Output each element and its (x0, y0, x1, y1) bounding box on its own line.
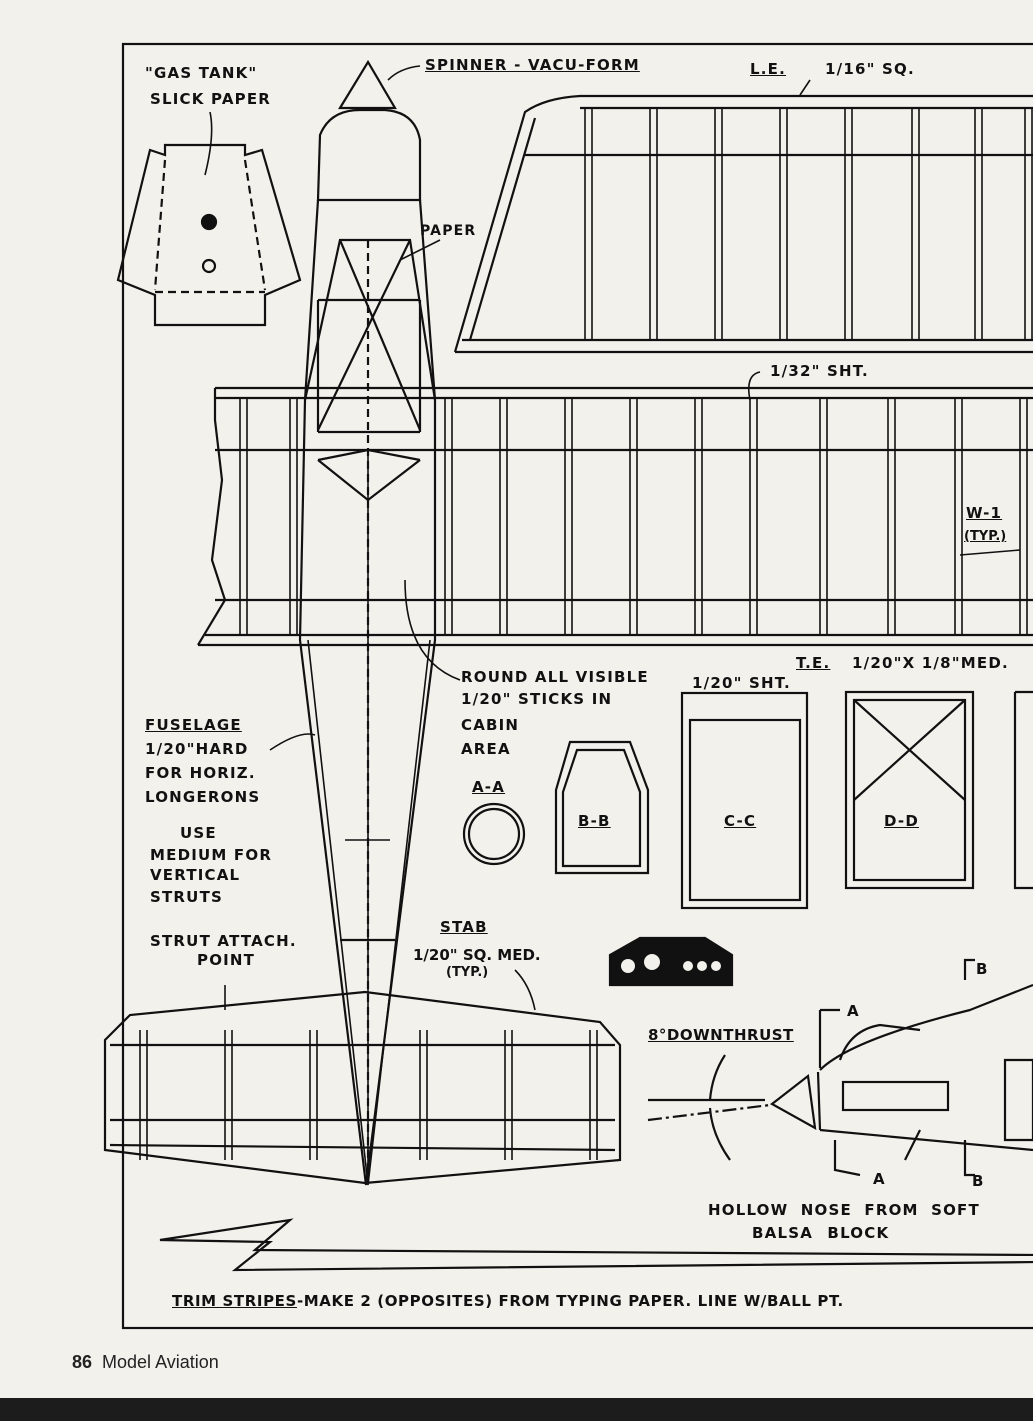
magazine-title: Model Aviation (102, 1352, 219, 1372)
section-dd-label: D-D (884, 812, 920, 830)
gas-tank-drawing (116, 143, 302, 327)
fuselage-label: FUSELAGE (145, 716, 242, 734)
rib (564, 398, 573, 635)
rib (974, 108, 983, 340)
rib (954, 398, 963, 635)
rib (289, 398, 298, 635)
rib (1024, 108, 1033, 340)
hollow-nose-label-2: BALSA BLOCK (752, 1224, 890, 1242)
rib (309, 1030, 318, 1160)
use-label-1: USE (180, 824, 217, 842)
rib (779, 108, 788, 340)
paper-label: PAPER (420, 223, 477, 239)
section-bb-label: B-B (578, 812, 611, 830)
sheet-32-label: 1/32" SHT. (770, 362, 869, 380)
trim-stripes-note: -MAKE 2 (OPPOSITES) FROM TYPING PAPER. L… (296, 1292, 844, 1310)
rib (239, 398, 248, 635)
main-wing (197, 386, 1033, 647)
section-a-top: A (847, 1002, 860, 1020)
fuselage-label-3: FOR HORIZ. (145, 764, 256, 782)
rib (499, 398, 508, 635)
round-label-4: AREA (461, 740, 511, 758)
trim-stripes-title: TRIM STRIPES (172, 1292, 297, 1310)
fuselage-label-2: 1/20"HARD (145, 740, 249, 758)
hollow-nose-label-1: HOLLOW NOSE FROM SOFT (708, 1201, 980, 1219)
round-label-3: CABIN (461, 716, 520, 734)
use-label-3: VERTICAL (150, 866, 241, 884)
trim-stripe (159, 1218, 1033, 1272)
rib (224, 1030, 233, 1160)
rib (589, 1030, 598, 1160)
stab-size-label: 1/20" SQ. MED. (413, 946, 541, 964)
sheet-20-label: 1/20" SHT. (692, 674, 791, 692)
rib (629, 398, 638, 635)
rib (911, 108, 920, 340)
rib (694, 398, 703, 635)
section-b-bottom: B (972, 1172, 985, 1190)
stab-label: STAB (440, 918, 488, 936)
w1-label: W-1 (966, 504, 1003, 522)
leader-lines (204, 65, 1021, 1011)
rib (419, 1030, 428, 1160)
section-views (462, 690, 1033, 910)
rib (444, 398, 453, 635)
rib (844, 108, 853, 340)
rib (749, 398, 758, 635)
use-label-2: MEDIUM FOR (150, 846, 273, 864)
section-b-top: B (976, 960, 989, 978)
fuselage (298, 59, 437, 1186)
wing-tip-panel (453, 94, 1033, 354)
fuselage-label-4: LONGERONS (145, 788, 261, 806)
rib (819, 398, 828, 635)
spinner-label: SPINNER - VACU-FORM (425, 56, 640, 74)
section-a-bottom: A (873, 1170, 886, 1188)
le-size-label: 1/16" SQ. (825, 60, 915, 78)
section-aa-label: A-A (472, 778, 506, 796)
strut-label-2: POINT (197, 951, 256, 969)
strut-label-1: STRUT ATTACH. (150, 932, 297, 950)
plan-border (121, 42, 1033, 1330)
trim-stripes-label: TRIM STRIPES-MAKE 2 (OPPOSITES) FROM TYP… (172, 1290, 844, 1312)
rib (584, 108, 593, 340)
rib (139, 1030, 148, 1160)
round-label-2: 1/20" STICKS IN (461, 690, 613, 708)
rib (1019, 398, 1028, 635)
slick-paper-label: SLICK PAPER (150, 90, 272, 108)
downthrust-label: 8°DOWNTHRUST (648, 1026, 794, 1044)
rib (714, 108, 723, 340)
stab-typ-label: (TYP.) (446, 965, 489, 980)
le-label: L.E. (750, 60, 787, 78)
scan-bottom-edge (0, 1398, 1033, 1421)
gas-tank-label: "GAS TANK" (145, 64, 258, 82)
section-cc-label: C-C (724, 812, 757, 830)
te-size-label: 1/20"X 1/8"MED. (852, 654, 1009, 672)
nose-side-view (647, 958, 1033, 1177)
instrument-panel (608, 936, 734, 987)
rib (649, 108, 658, 340)
round-label-1: ROUND ALL VISIBLE (461, 668, 649, 686)
rib (887, 398, 896, 635)
rib (504, 1030, 513, 1160)
use-label-4: STRUTS (150, 888, 224, 906)
w1-typ-label: (TYP.) (964, 529, 1007, 544)
te-label: T.E. (796, 654, 831, 672)
page-footer: 86 Model Aviation (72, 1352, 219, 1373)
page-number: 86 (72, 1352, 93, 1372)
stabilizer (103, 990, 622, 1185)
